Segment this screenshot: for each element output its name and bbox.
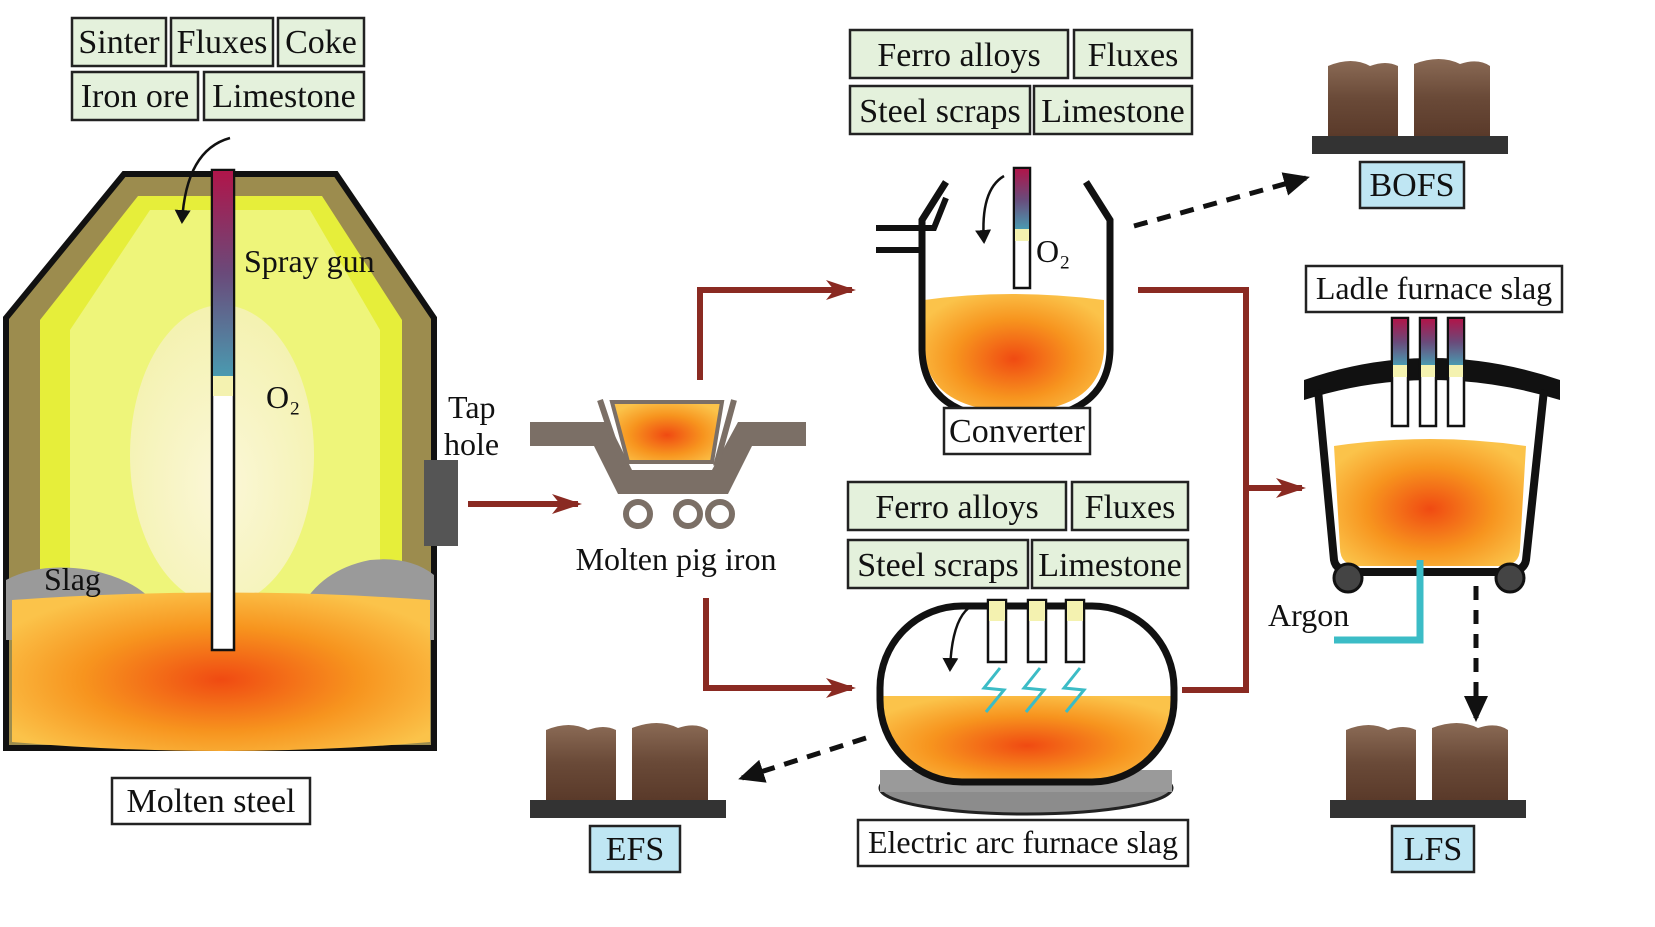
eaf-inputs: Ferro alloys Fluxes Steel scraps Limesto… [846, 480, 1190, 590]
dashed-arrow-to-efs [738, 735, 867, 783]
efs-label: EFS [606, 831, 665, 868]
slag-label: Slag [44, 561, 101, 597]
ladle-furnace-vessel [1314, 389, 1548, 576]
input-label: Iron ore [81, 78, 190, 115]
ladle-furnace: Ladle furnace slag Argon [1268, 264, 1564, 644]
converter-inputs: Ferro alloys Fluxes Steel scraps Limesto… [848, 28, 1194, 136]
input-label: Coke [285, 24, 357, 61]
input-label: Steel scraps [857, 547, 1018, 584]
molten-steel-label: Molten steel [126, 783, 295, 820]
input-label: Limestone [1038, 547, 1182, 584]
flow-arrow-to-converter [697, 280, 856, 380]
blast-furnace-inputs: Sinter Fluxes Coke Iron ore Limestone [70, 16, 366, 122]
molten-steel-bath [12, 592, 430, 751]
blast-furnace: Sinter Fluxes Coke Iron ore Limestone Sp… [2, 16, 499, 826]
input-label: Fluxes [1085, 489, 1176, 526]
bofs-slag-blocks: BOFS [1312, 59, 1508, 210]
oxygen-label: O₂ [266, 379, 300, 415]
input-label: Ferro alloys [877, 37, 1040, 74]
bofs-label: BOFS [1369, 167, 1454, 204]
input-label: Steel scraps [859, 93, 1020, 130]
tap-hole [424, 460, 458, 546]
converter: Ferro alloys Fluxes Steel scraps Limesto… [848, 28, 1194, 456]
input-label: Limestone [1041, 93, 1185, 130]
input-label: Fluxes [1088, 37, 1179, 74]
converter-label: Converter [949, 413, 1086, 450]
feed-arrow [174, 136, 231, 224]
electric-arc-icon [981, 667, 1087, 713]
ladle-furnace-label: Ladle furnace slag [1316, 270, 1552, 306]
flow-arrow-to-eaf [703, 598, 856, 698]
lfs-label: LFS [1404, 831, 1463, 868]
molten-pig-iron-label: Molten pig iron [576, 541, 777, 577]
input-label: Ferro alloys [875, 489, 1038, 526]
dashed-arrow-to-bofs [1133, 172, 1310, 229]
tap-hole-label-line1: Tap [448, 389, 496, 425]
argon-label: Argon [1268, 597, 1349, 633]
argon-pipe [1334, 560, 1424, 644]
ladle-car: Molten pig iron [530, 399, 806, 577]
eaf-label: Electric arc furnace slag [868, 824, 1178, 860]
input-label: Limestone [212, 78, 356, 115]
tap-hole-label-line2: hole [444, 426, 499, 462]
input-label: Sinter [78, 24, 160, 61]
lfs-slag-blocks: LFS [1330, 723, 1526, 874]
efs-slag-blocks: EFS [530, 723, 726, 874]
electric-arc-furnace: Ferro alloys Fluxes Steel scraps Limesto… [846, 480, 1190, 868]
input-label: Fluxes [177, 24, 268, 61]
spray-gun-label: Spray gun [244, 243, 375, 279]
converter-oxygen-label: O₂ [1036, 233, 1070, 269]
